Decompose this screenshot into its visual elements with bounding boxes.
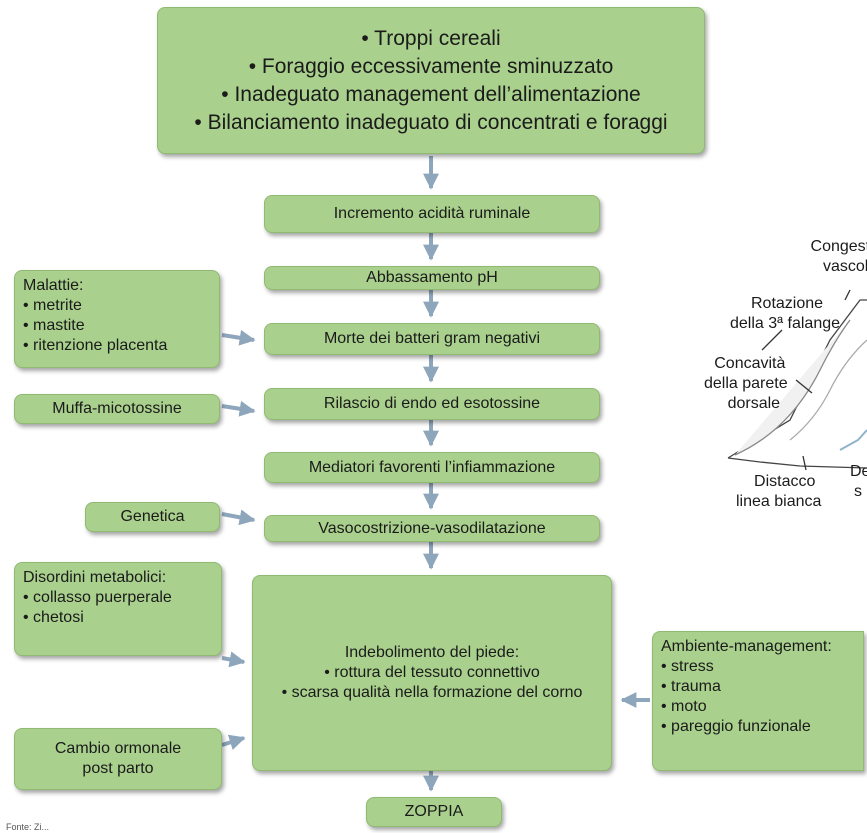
mediators-box: Mediatori favorenti l’infiammazione [264,452,600,483]
hoof-label-congestion: Congestio vascolar [810,238,867,275]
bacteria-death-label: Morte dei batteri gram negativi [323,330,541,347]
hoof-label-rotation: Rotazione della 3ª falange [730,295,841,332]
hoof-label-partial: De s [850,463,867,500]
arrow-hormonal-to-weakening [221,734,246,750]
ruminal-acidity-label: Incremento acidità ruminale [333,205,531,222]
disease-item: • metrite [23,297,82,314]
source-note: Fonte: Zi... [6,822,50,832]
arrow-metabolic-to-weakening [221,651,246,668]
environment-item: • moto [661,698,707,715]
genetics-box: Genetica [85,502,220,532]
genetics-label: Genetica [120,508,185,525]
toxins-label: Rilascio di endo ed esotossine [323,395,541,412]
arrow-diseases-to-bacteria [221,329,256,346]
cause-cereals: • Troppi cereali [361,26,501,50]
cause-feeding-management: • Inadeguato management dell’alimentazio… [221,82,641,106]
hoof-label-separation: Distacco linea bianca [736,473,822,510]
hormonal-change-box: Cambio ormonale post parto [14,728,222,790]
toxins-box: Rilascio di endo ed esotossine [264,388,600,420]
hoof-label-concavity: Concavità della parete dorsale [704,355,788,412]
diseases-box: Malattie: • metrite • mastite • ritenzio… [14,270,220,368]
environment-management-box: Ambiente-management: • stress • trauma •… [652,631,864,771]
foot-weakening-box: Indebolimento del piede: • rottura del t… [252,575,612,771]
foot-weakening-item: • rottura del tessuto connettivo [324,664,540,681]
disease-item: • ritenzione placenta [23,337,168,354]
arrow-mold-to-toxins [221,400,256,417]
environment-item: • pareggio funzionale [661,718,811,735]
arrow-genetics-to-vaso [221,509,256,526]
mold-box: Muffa-micotossine [14,394,220,424]
mediators-label: Mediatori favorenti l’infiammazione [308,458,556,476]
foot-weakening-title: Indebolimento del piede: [344,644,520,661]
vaso-label: Vasocostrizione-vasodilatazione [318,519,546,537]
environment-item: • trauma [661,678,721,695]
metabolic-disorders-box: Disordini metabolici: • collasso puerper… [14,562,222,656]
metabolic-item: • collasso puerperale [23,589,172,606]
hoof-illustration [727,289,867,471]
diseases-title: Malattie: [23,277,84,294]
metabolic-title: Disordini metabolici: [23,569,167,586]
cause-concentrate-balance: • Bilanciamento inadeguato di concentrat… [194,110,668,134]
lameness-label: ZOPPIA [404,803,464,820]
ruminal-acidity-box: Incremento acidità ruminale [264,195,600,233]
ph-drop-label: Abbassamento pH [366,269,498,286]
hormonal-label: Cambio ormonale [54,740,182,757]
top-causes-box: • Troppi cereali • Foraggio eccessivamen… [157,7,705,154]
bacteria-death-box: Morte dei batteri gram negativi [264,323,600,355]
mold-label: Muffa-micotossine [52,400,182,417]
metabolic-item: • chetosi [23,609,84,626]
cause-chopped-forage: • Foraggio eccessivamente sminuzzato [248,54,614,78]
environment-title: Ambiente-management: [661,638,832,655]
vaso-box: Vasocostrizione-vasodilatazione [264,515,600,542]
foot-weakening-item: • scarsa qualità nella formazione del co… [281,684,583,701]
environment-item: • stress [661,658,714,675]
ph-drop-box: Abbassamento pH [264,266,600,290]
hormonal-label: post parto [82,760,154,777]
disease-item: • mastite [23,317,85,334]
lameness-box: ZOPPIA [366,797,502,827]
